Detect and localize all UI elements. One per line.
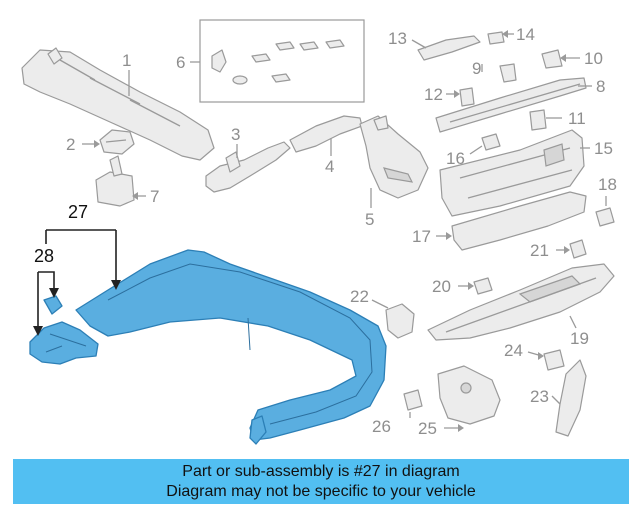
callout-8: 8: [596, 77, 605, 96]
callout-23: 23: [530, 387, 549, 406]
part-7-bracket: [95, 155, 135, 207]
info-banner: Part or sub-assembly is #27 in diagram D…: [13, 459, 629, 504]
part-27-cover-highlighted[interactable]: [75, 249, 387, 445]
callout-18: 18: [598, 175, 617, 194]
callout-21: 21: [530, 241, 549, 260]
part-22-bracket: [385, 303, 415, 339]
part-14-bolt: [487, 31, 505, 45]
part-16-screw: [481, 133, 501, 151]
part-2-clip: [99, 129, 135, 155]
part-12-screw: [459, 87, 475, 107]
callout-20: 20: [432, 277, 451, 296]
part-1-rail-trim: [21, 47, 215, 161]
callout-26: 26: [372, 417, 391, 436]
callout-11: 11: [568, 109, 586, 128]
callout-2: 2: [66, 135, 75, 154]
part-6-hardware-kit: [199, 19, 365, 103]
part-8-strip: [435, 77, 587, 133]
part-28-latch-bracket: [29, 295, 99, 365]
part-11-clip: [529, 109, 547, 131]
callout-15: 15: [594, 139, 613, 158]
callout-10: 10: [584, 49, 603, 68]
callout-5: 5: [365, 210, 374, 229]
callout-25: 25: [418, 419, 437, 438]
part-20-screw: [473, 277, 493, 295]
callout-28: 28: [34, 246, 54, 266]
callout-19: 19: [570, 329, 589, 348]
part-17-lower-panel: [451, 191, 587, 251]
callout-17: 17: [412, 227, 431, 246]
callout-3: 3: [231, 125, 240, 144]
callout-22: 22: [350, 287, 369, 306]
callout-14: 14: [516, 25, 535, 44]
callout-27: 27: [68, 202, 88, 222]
parts-diagram: 1 2 3 4 5 6 7: [21, 19, 617, 445]
callout-7: 7: [150, 187, 159, 206]
callout-16: 16: [446, 149, 465, 168]
banner-line-1: Part or sub-assembly is #27 in diagram: [182, 463, 460, 480]
part-15-panel: [439, 129, 585, 217]
callout-12: 12: [424, 85, 443, 104]
banner-line-2: Diagram may not be specific to your vehi…: [166, 483, 476, 500]
part-18-fastener: [595, 207, 615, 227]
part-19-floor-rail: [427, 263, 615, 341]
callout-13: 13: [388, 29, 407, 48]
callout-1: 1: [122, 51, 131, 70]
callout-9: 9: [472, 59, 481, 78]
part-4-sill: [289, 115, 363, 153]
part-24-bolt: [543, 349, 565, 371]
part-26-bolt: [403, 389, 423, 411]
part-10-clip: [541, 49, 563, 69]
callout-24: 24: [504, 341, 523, 360]
part-13-pad: [417, 35, 481, 61]
callout-4: 4: [325, 157, 334, 176]
part-23-vertical-trim: [555, 359, 587, 437]
callout-6: 6: [176, 53, 185, 72]
part-9-clip: [499, 63, 517, 83]
part-21-clip: [569, 239, 587, 259]
part-5-pillar-bracket: [359, 115, 429, 199]
part-3-trim-strip: [205, 141, 291, 193]
part-25-plate: [437, 365, 501, 425]
